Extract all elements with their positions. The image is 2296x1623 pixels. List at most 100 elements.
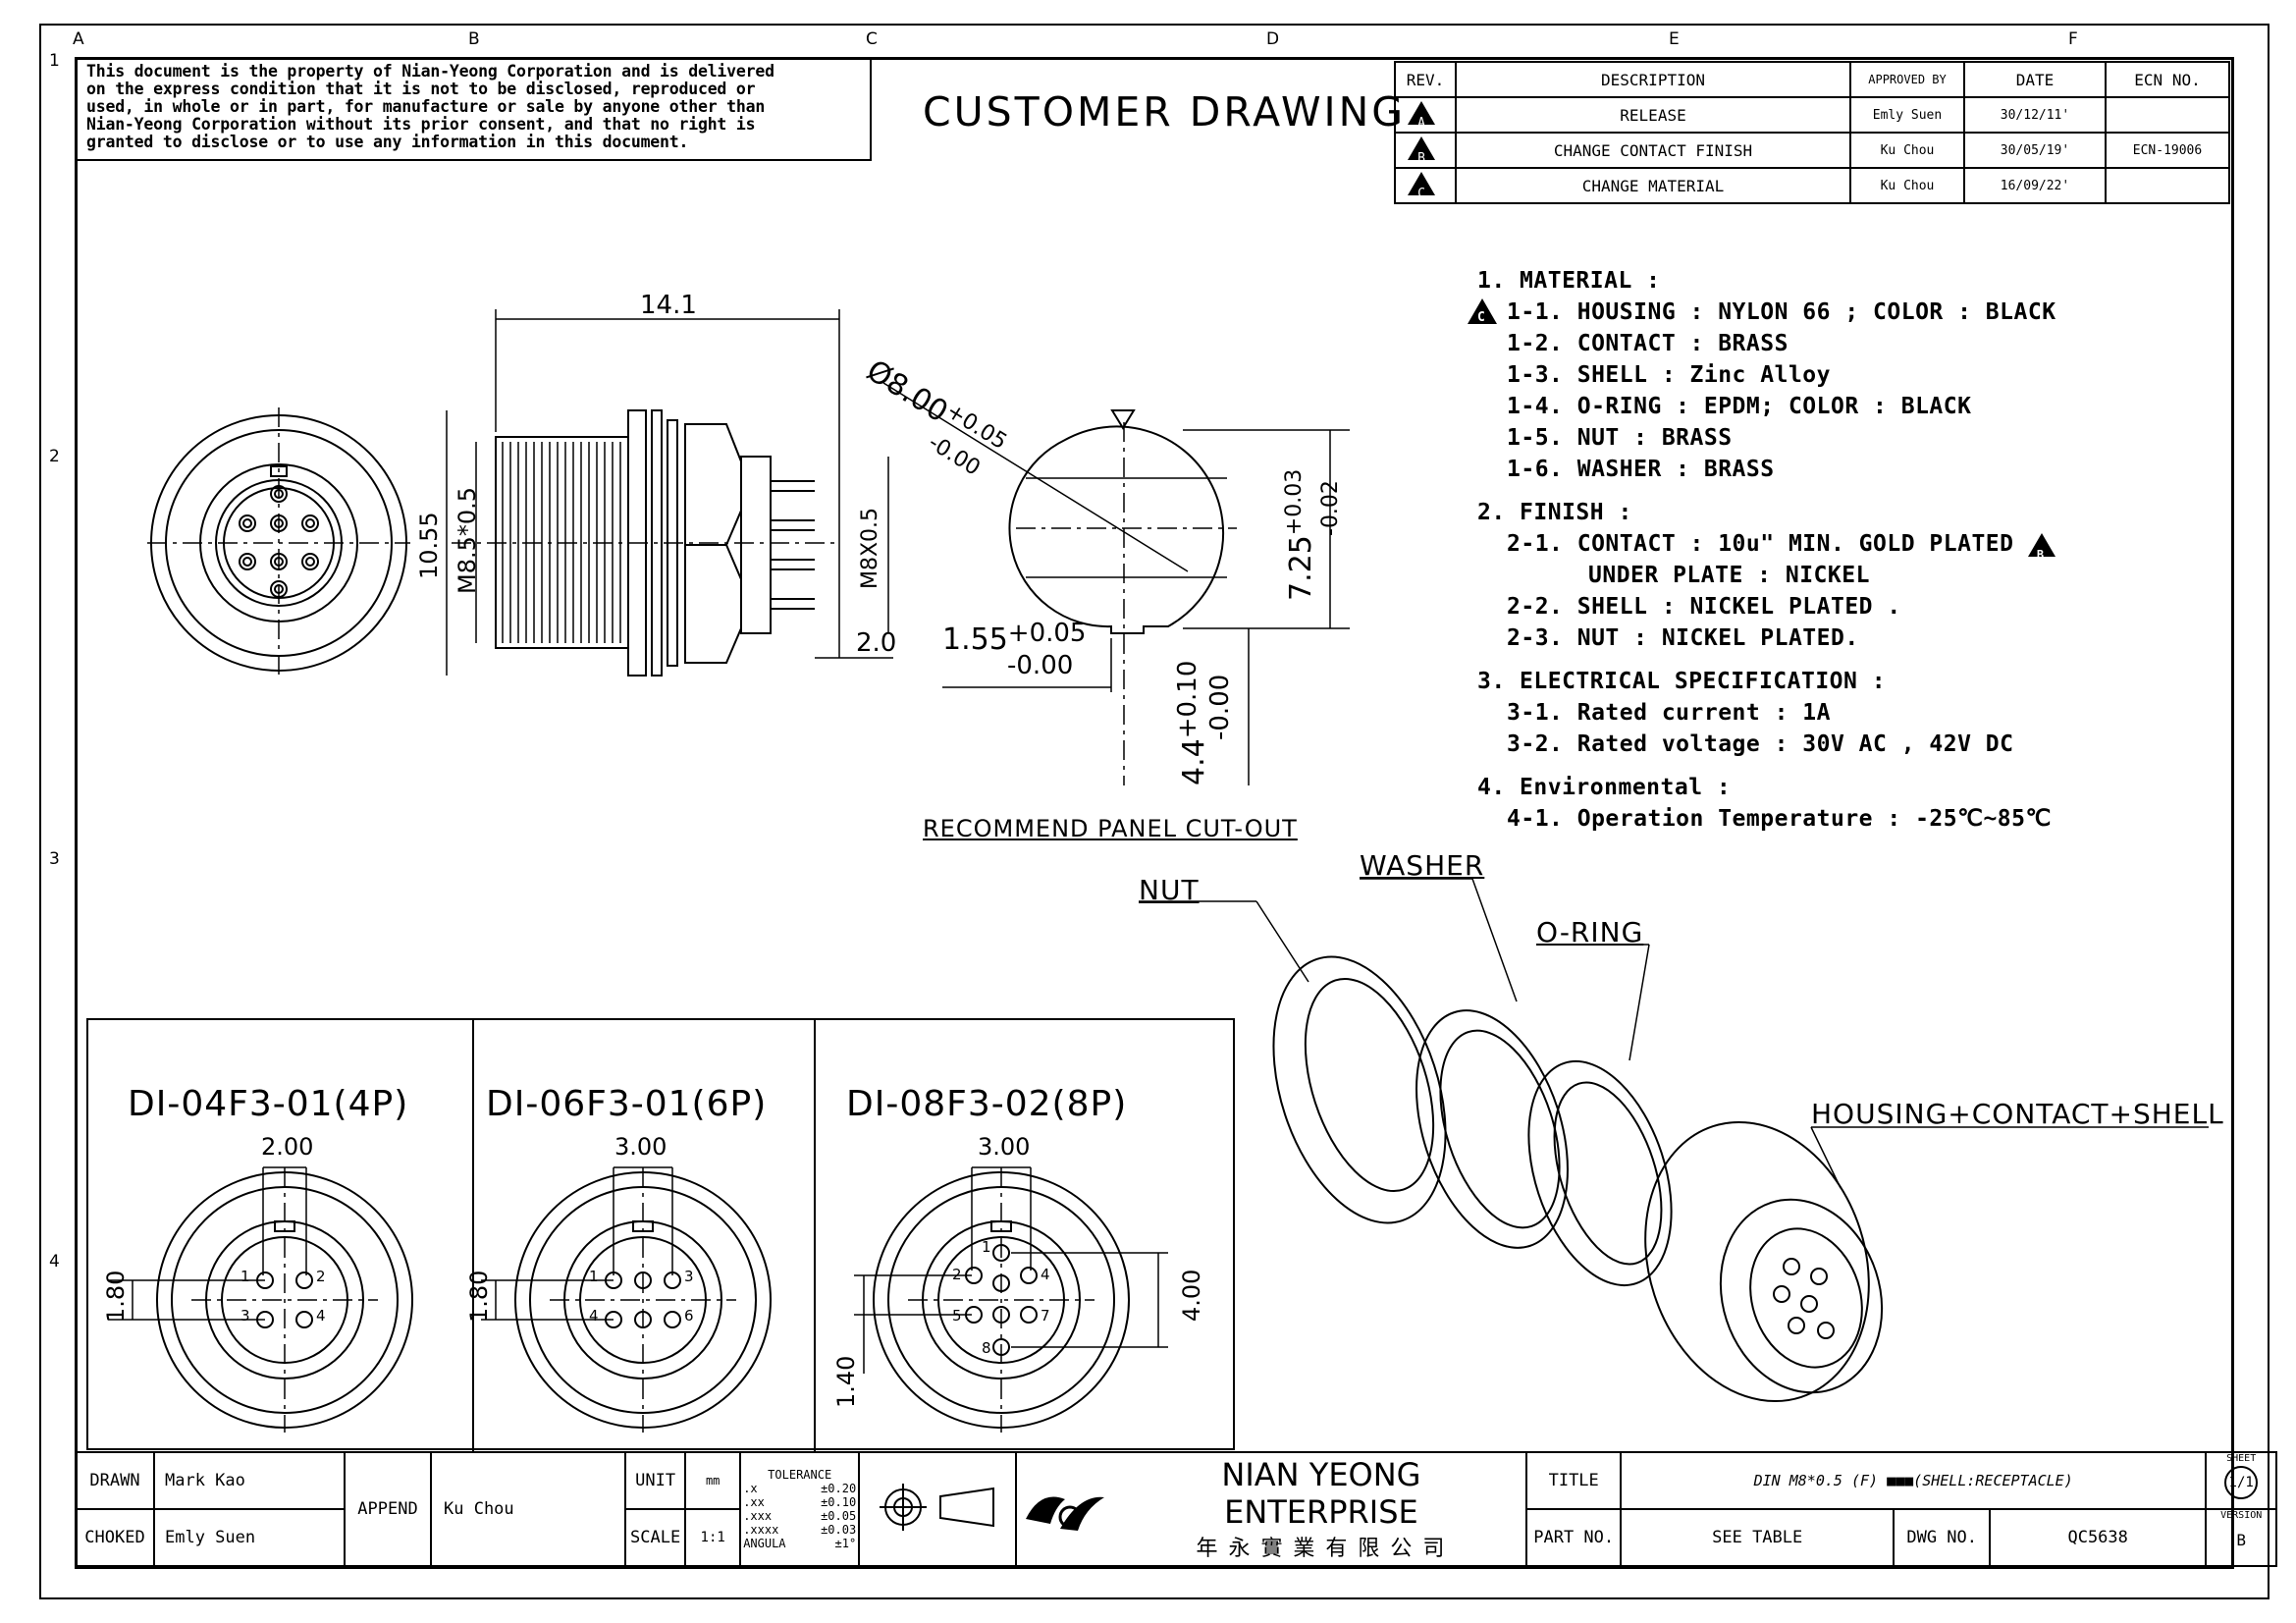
note-washer: 1-6. WASHER : BRASS <box>1507 457 1775 482</box>
rev-ecn <box>2105 167 2230 204</box>
tolerance-xxxx-value: ±0.03 <box>821 1523 857 1537</box>
company-cell: NIAN YEONG ENTERPRISE 年 永 實 業 有 限 公 司 <box>1015 1451 1528 1567</box>
pin-label: 3 <box>684 1268 694 1285</box>
callout-housing: HOUSING+CONTACT+SHELL <box>1811 1098 2224 1130</box>
dwg-number: QC5638 <box>1989 1508 2208 1567</box>
tolerance-xx-value: ±0.10 <box>821 1495 857 1509</box>
part-label: PART NO. <box>1525 1508 1623 1567</box>
dim-tail: 2.0 <box>856 628 897 658</box>
drawing-title: DIN M8*0.5 (F) ■■■(SHELL:RECEPTACLE) <box>1620 1451 2208 1510</box>
rev-date: 30/12/11' <box>1963 96 2107 134</box>
approved-col-header: APPROVED BY <box>1849 61 1965 98</box>
revision-header-row: REV. DESCRIPTION APPROVED BY DATE ECN NO… <box>1394 61 2230 98</box>
note-oring: 1-4. O-RING : EPDM; COLOR : BLACK <box>1507 394 1972 419</box>
version-cell: VERSION B <box>2205 1508 2278 1567</box>
dim-thread-2: M8X0.5 <box>858 507 882 589</box>
ecn-col-header: ECN NO. <box>2105 61 2230 98</box>
variants-panel: DI-04F3-01(4P) DI-06F3-01(6P) DI-08F3-02… <box>86 1018 1235 1452</box>
unit-label: UNIT <box>623 1451 687 1510</box>
tolerance-xxx: .xxx <box>743 1509 773 1523</box>
note-finish-nut: 2-3. NUT : NICKEL PLATED. <box>1507 625 1859 651</box>
inner-border <box>75 57 2234 1569</box>
tolerance-block: TOLERANCE .x±0.20 .xx±0.10 .xxx±0.05 .xx… <box>739 1451 861 1567</box>
tolerance-angle: ANGULA <box>743 1537 786 1550</box>
variant-8p-height: 4.00 <box>1178 1269 1205 1322</box>
variant-4p-pitch: 2.00 <box>261 1133 314 1161</box>
zone-col-e: E <box>1669 29 1680 49</box>
append-label: APPEND <box>344 1451 432 1567</box>
dim-height: 10.55 <box>415 512 443 579</box>
rev-approved: Emly Suen <box>1849 96 1965 134</box>
tolerance-angle-value: ±1° <box>834 1537 857 1550</box>
variant-8p-offset: 1.40 <box>832 1355 860 1408</box>
dwg-label: DWG NO. <box>1893 1508 1992 1567</box>
note-underplate: UNDER PLATE : NICKEL <box>1588 563 1870 588</box>
zone-row-1: 1 <box>49 51 60 71</box>
description-col-header: DESCRIPTION <box>1455 61 1851 98</box>
drawn-by: Mark Kao <box>153 1451 346 1510</box>
tolerance-xxxx: .xxxx <box>743 1523 779 1537</box>
variant-6p-offset: 1.80 <box>465 1270 493 1323</box>
zone-col-a: A <box>73 29 84 49</box>
pin-label: 1 <box>240 1268 250 1285</box>
revision-table: REV. DESCRIPTION APPROVED BY DATE ECN NO… <box>1394 61 2230 204</box>
rev-approved: Ku Chou <box>1849 167 1965 204</box>
pin-label: 2 <box>316 1268 326 1285</box>
rev-description: CHANGE CONTACT FINISH <box>1455 132 1851 169</box>
pin-label: 4 <box>1041 1266 1050 1283</box>
tolerance-xx: .xx <box>743 1495 765 1509</box>
variant-4p-view <box>108 1166 413 1433</box>
rev-date: 16/09/22' <box>1963 167 2107 204</box>
panel-cutout <box>882 382 1350 785</box>
note-shell: 1-3. SHELL : Zinc Alloy <box>1507 362 1831 388</box>
pin-label: 4 <box>589 1307 599 1325</box>
pin-label: 8 <box>982 1339 991 1357</box>
revision-row: A RELEASE Emly Suen 30/12/11' <box>1394 96 2230 134</box>
zone-row-2: 2 <box>49 447 60 466</box>
rev-ecn: ECN-19006 <box>2105 132 2230 169</box>
variant-6p-title: DI-06F3-01(6P) <box>486 1084 768 1124</box>
sheet-label: SHEET <box>2226 1453 2257 1464</box>
drawn-label: DRAWN <box>75 1451 155 1510</box>
panel-cutout-label: RECOMMEND PANEL CUT-OUT <box>923 815 1298 842</box>
callout-oring: O-RING <box>1536 916 1644 948</box>
zone-col-d: D <box>1266 29 1280 49</box>
zone-col-b: B <box>468 29 480 49</box>
rev-marker: B <box>1394 132 1457 169</box>
pin-label: 3 <box>240 1307 250 1325</box>
variant-6p-pitch: 3.00 <box>614 1133 667 1161</box>
variant-8p-view <box>854 1166 1168 1433</box>
revision-row: B CHANGE CONTACT FINISH Ku Chou 30/05/19… <box>1394 132 2230 169</box>
unit-value: mm <box>684 1451 742 1510</box>
append-by: Ku Chou <box>430 1451 626 1567</box>
zone-row-3: 3 <box>49 849 60 869</box>
callout-nut: NUT <box>1139 874 1200 906</box>
pin-label: 1 <box>982 1238 991 1256</box>
rev-description: CHANGE MATERIAL <box>1455 167 1851 204</box>
version-value: B <box>2236 1531 2246 1549</box>
part-number: SEE TABLE <box>1620 1508 1896 1567</box>
note-voltage: 3-2. Rated voltage : 30V AC , 42V DC <box>1507 731 2014 757</box>
pin-label: 5 <box>952 1307 962 1325</box>
variant-4p-title: DI-04F3-01(4P) <box>128 1084 409 1124</box>
note-electrical-title: 3. ELECTRICAL SPECIFICATION : <box>1477 669 1887 694</box>
tolerance-x: .x <box>743 1482 758 1495</box>
pin-label: 1 <box>589 1268 599 1285</box>
scale-value: 1:1 <box>684 1508 742 1567</box>
note-finish-rev: B <box>2036 547 2045 562</box>
projection-symbol <box>858 1451 1018 1567</box>
callout-washer: WASHER <box>1360 849 1485 882</box>
variant-4p-offset: 1.80 <box>102 1270 130 1323</box>
outer-border <box>39 24 2269 1599</box>
sheet-number: 1/1 <box>2224 1466 2259 1499</box>
rev-col-header: REV. <box>1394 61 1457 98</box>
date-col-header: DATE <box>1963 61 2107 98</box>
title-label: TITLE <box>1525 1451 1623 1510</box>
drawing-heading: CUSTOMER DRAWING <box>923 88 1407 135</box>
variant-6p-view <box>481 1166 772 1433</box>
dim-thread: M8.5*0.5 <box>454 486 481 594</box>
tolerance-xxx-value: ±0.05 <box>821 1509 857 1523</box>
rev-approved: Ku Chou <box>1849 132 1965 169</box>
rev-ecn <box>2105 96 2230 134</box>
pin-label: 7 <box>1041 1307 1050 1325</box>
